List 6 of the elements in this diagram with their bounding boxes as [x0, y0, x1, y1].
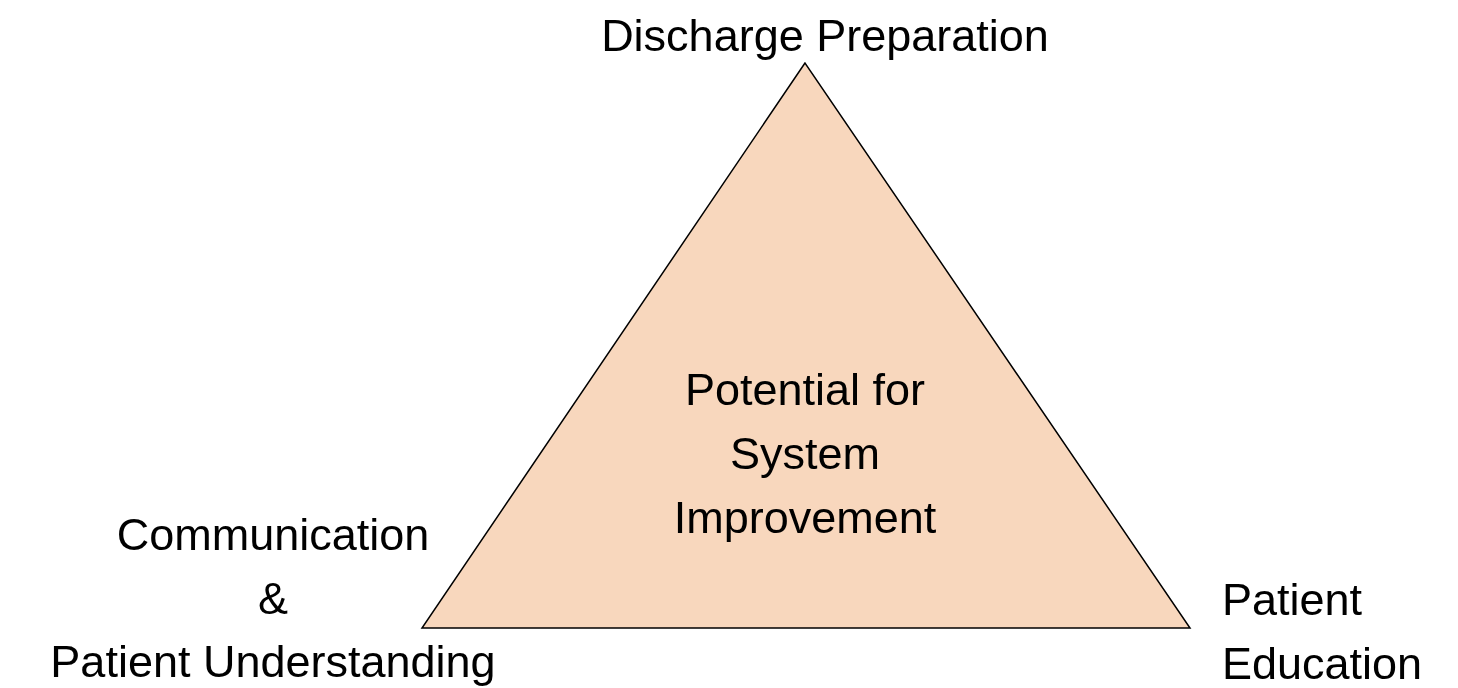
corner-label: Discharge Preparation: [601, 10, 1049, 61]
corner-label: Patient Understanding: [50, 636, 496, 687]
center-label: Potential for System Improvement: [672, 363, 938, 545]
corner-label: Patient Education: [1222, 573, 1424, 688]
corner-label: Communication: [116, 509, 430, 560]
corner-label: &: [258, 573, 288, 624]
